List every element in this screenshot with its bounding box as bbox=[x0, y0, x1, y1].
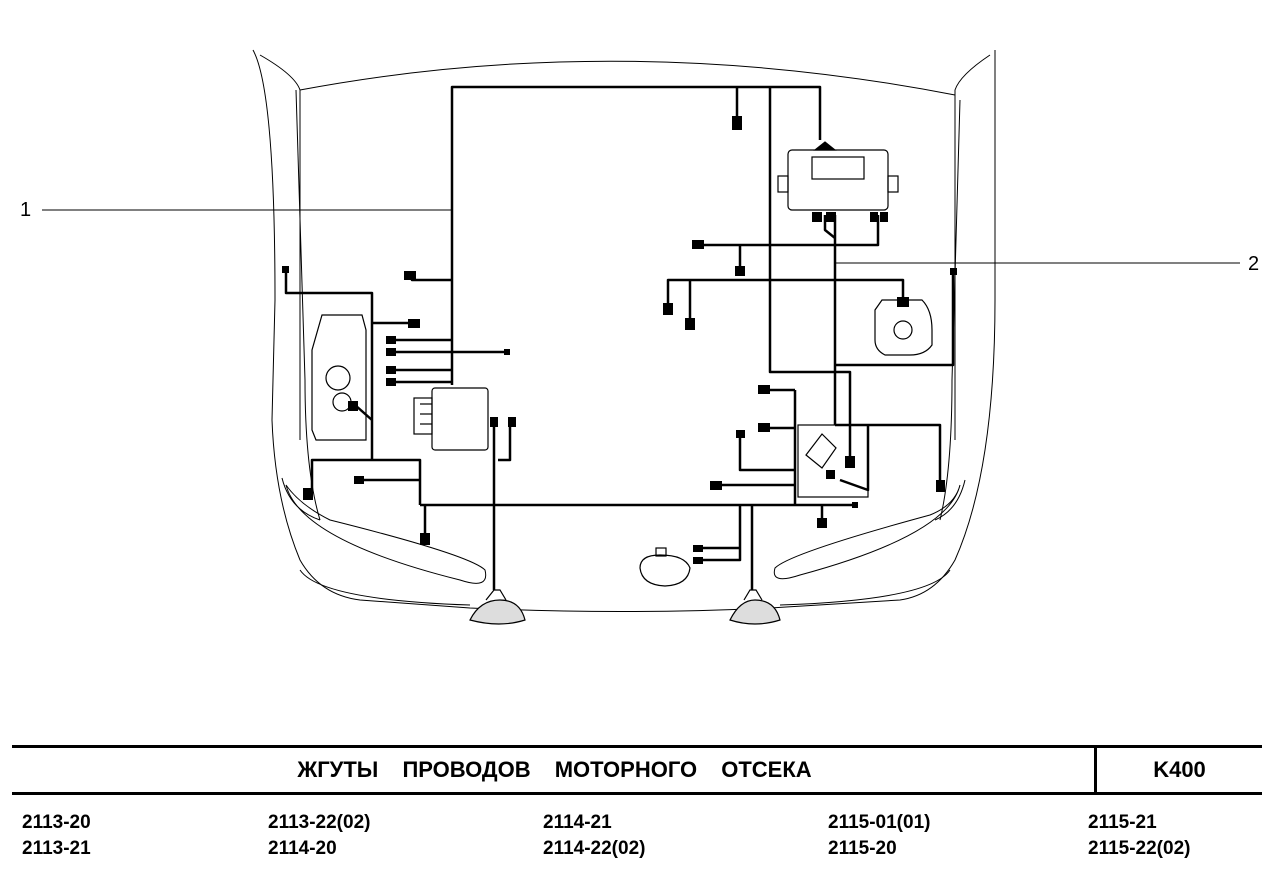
horn bbox=[639, 547, 691, 587]
model-column: 2113-20 2113-21 bbox=[22, 810, 91, 862]
callout-1: 1 bbox=[20, 199, 32, 221]
title-block: ЖГУТЫ ПРОВОДОВ МОТОРНОГО ОТСЕКА K400 bbox=[12, 745, 1262, 795]
model-code: 2113-22(02) bbox=[268, 812, 371, 833]
sheet-code: K400 bbox=[1153, 757, 1206, 782]
car-body-outline bbox=[252, 49, 996, 612]
engine-ecu-module bbox=[777, 141, 899, 211]
model-column: 2115-21 2115-22(02) bbox=[1088, 810, 1190, 862]
model-code: 2115-21 bbox=[1088, 812, 1157, 833]
model-code: 2114-22(02) bbox=[543, 838, 646, 859]
battery-box bbox=[311, 314, 367, 441]
model-column: 2113-22(02) 2114-20 bbox=[268, 810, 370, 862]
model-code: 2115-22(02) bbox=[1088, 838, 1191, 859]
fuse-relay-block bbox=[413, 387, 489, 451]
model-code: 2113-20 bbox=[22, 812, 91, 833]
fog-lamp-left bbox=[469, 589, 526, 625]
ignition-module bbox=[874, 299, 933, 356]
model-code: 2114-21 bbox=[543, 812, 612, 833]
harness-2 bbox=[666, 87, 955, 492]
callout-2: 2 bbox=[1248, 253, 1260, 275]
title-divider bbox=[1094, 748, 1097, 792]
model-column: 2114-21 2114-22(02) bbox=[543, 810, 645, 862]
model-code: 2114-20 bbox=[268, 838, 337, 859]
fog-lamp-right bbox=[729, 589, 781, 625]
model-code: 2115-01(01) bbox=[828, 812, 931, 833]
leader-lines bbox=[42, 209, 1240, 264]
model-list: 2113-20 2113-21 2113-22(02) 2114-20 2114… bbox=[0, 810, 1275, 872]
drawing-title: ЖГУТЫ ПРОВОДОВ МОТОРНОГО ОТСЕКА bbox=[297, 757, 812, 782]
harness-1 bbox=[284, 85, 855, 590]
connectors bbox=[282, 116, 957, 564]
model-code: 2115-20 bbox=[828, 838, 897, 859]
model-code: 2113-21 bbox=[22, 838, 91, 859]
wiring-harness-diagram bbox=[42, 49, 1240, 625]
model-column: 2115-01(01) 2115-20 bbox=[828, 810, 930, 862]
